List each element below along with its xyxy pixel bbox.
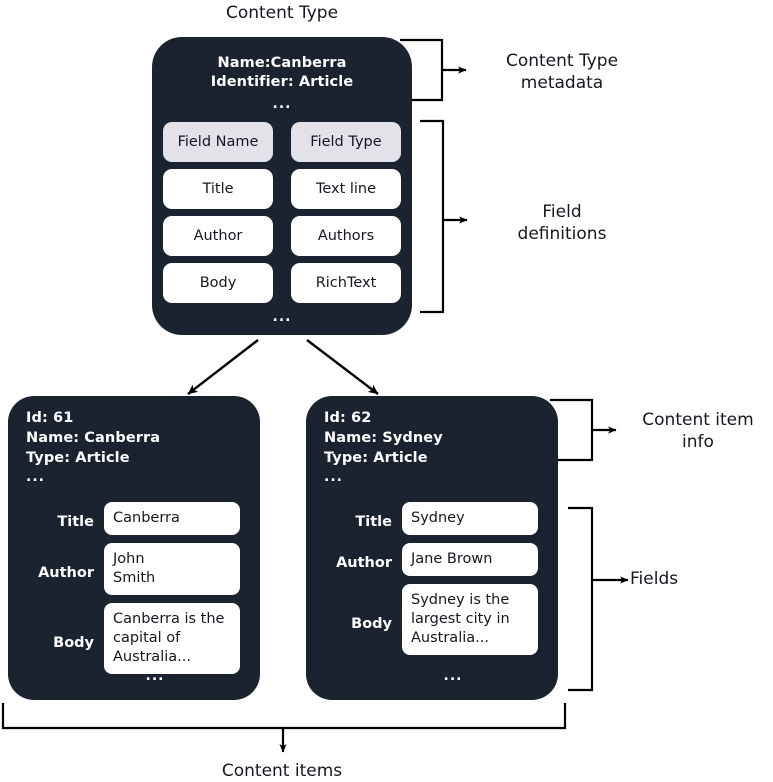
annotation-line-1: Content item xyxy=(642,410,754,430)
field-table-row: Title Text line xyxy=(163,169,401,209)
field-type-cell: Text line xyxy=(291,169,401,209)
content-type-card: Name:Canberra Identifier: Article ... Fi… xyxy=(152,37,412,335)
content-type-identifier: Identifier: Article xyxy=(210,74,354,90)
content-item-field-row: Title Sydney xyxy=(306,502,558,535)
field-table-header-row: Field Name Field Type xyxy=(163,122,401,162)
content-item-field-row: Author Jane Brown xyxy=(306,543,558,576)
field-label: Author xyxy=(38,565,94,581)
content-item-fields-ellipsis: ... xyxy=(443,668,463,684)
bracket-content-item-info xyxy=(550,398,617,462)
annotation-line-1: Field xyxy=(542,202,582,222)
annotation-content-items: Content items xyxy=(221,761,343,781)
content-item-name: Name: Canberra xyxy=(26,430,161,446)
content-item-field-row: Body Sydney is the largest city in Austr… xyxy=(306,584,558,655)
arrow-content-type-to-item-2 xyxy=(306,339,379,395)
field-value: Jane Brown xyxy=(402,543,538,576)
field-table-ellipsis: ... xyxy=(272,309,292,325)
bracket-content-items xyxy=(1,703,567,753)
annotation-fields: Fields xyxy=(630,569,679,589)
bracket-content-item-fields xyxy=(568,506,629,692)
content-item-fields-ellipsis: ... xyxy=(145,668,165,684)
content-item-field-row: Author John Smith xyxy=(8,543,260,595)
field-table-row: Body RichText xyxy=(163,263,401,303)
field-label: Author xyxy=(336,555,392,571)
field-type-cell: RichText xyxy=(291,263,401,303)
content-item-type: Type: Article xyxy=(26,450,130,466)
field-label: Title xyxy=(355,514,392,530)
content-item-fields: Title Canberra Author John Smith Body Ca… xyxy=(8,502,260,682)
field-definitions-table: Field Name Field Type Title Text line Au… xyxy=(163,122,401,310)
column-header-field-name: Field Name xyxy=(163,122,273,162)
content-item-info: Id: 62 Name: Sydney Type: Article xyxy=(306,396,558,468)
content-item-card: Id: 62 Name: Sydney Type: Article ... Ti… xyxy=(306,396,558,700)
arrow-content-type-to-item-1 xyxy=(187,339,259,395)
field-type-cell: Authors xyxy=(291,216,401,256)
field-table-row: Author Authors xyxy=(163,216,401,256)
content-type-metadata: Name:Canberra Identifier: Article xyxy=(152,37,412,92)
content-item-id: Id: 62 xyxy=(324,410,372,426)
field-name-cell: Title xyxy=(163,169,273,209)
content-type-metadata-ellipsis: ... xyxy=(272,96,292,112)
page-title: Content Type xyxy=(225,3,339,23)
annotation-line-2: definitions xyxy=(517,224,607,244)
field-value: Sydney xyxy=(402,502,538,535)
annotation-content-type-metadata: Content Type metadata xyxy=(478,50,646,94)
annotation-field-definitions: Field definitions xyxy=(478,201,646,245)
field-label: Body xyxy=(351,616,392,632)
annotation-line-2: metadata xyxy=(520,73,604,93)
content-item-field-row: Title Canberra xyxy=(8,502,260,535)
content-item-type: Type: Article xyxy=(324,450,428,466)
bracket-field-definitions xyxy=(420,119,468,314)
field-value: John Smith xyxy=(104,543,240,595)
content-item-info-ellipsis: ... xyxy=(26,469,45,485)
field-value: Canberra is the capital of Australia... xyxy=(104,603,240,674)
content-item-id: Id: 61 xyxy=(26,410,74,426)
field-label: Body xyxy=(53,635,94,651)
field-label: Title xyxy=(57,514,94,530)
content-type-name: Name:Canberra xyxy=(217,55,347,71)
content-item-fields: Title Sydney Author Jane Brown Body Sydn… xyxy=(306,502,558,663)
field-value: Canberra xyxy=(104,502,240,535)
content-item-info: Id: 61 Name: Canberra Type: Article xyxy=(8,396,260,468)
field-name-cell: Author xyxy=(163,216,273,256)
annotation-line-2: info xyxy=(682,432,714,452)
content-item-card: Id: 61 Name: Canberra Type: Article ... … xyxy=(8,396,260,700)
content-item-field-row: Body Canberra is the capital of Australi… xyxy=(8,603,260,674)
annotation-content-item-info: Content item info xyxy=(624,409,772,453)
content-item-info-ellipsis: ... xyxy=(324,469,343,485)
content-item-name: Name: Sydney xyxy=(324,430,443,446)
field-name-cell: Body xyxy=(163,263,273,303)
column-header-field-type: Field Type xyxy=(291,122,401,162)
annotation-line-1: Content Type xyxy=(505,51,619,71)
field-value: Sydney is the largest city in Australia.… xyxy=(402,584,538,655)
